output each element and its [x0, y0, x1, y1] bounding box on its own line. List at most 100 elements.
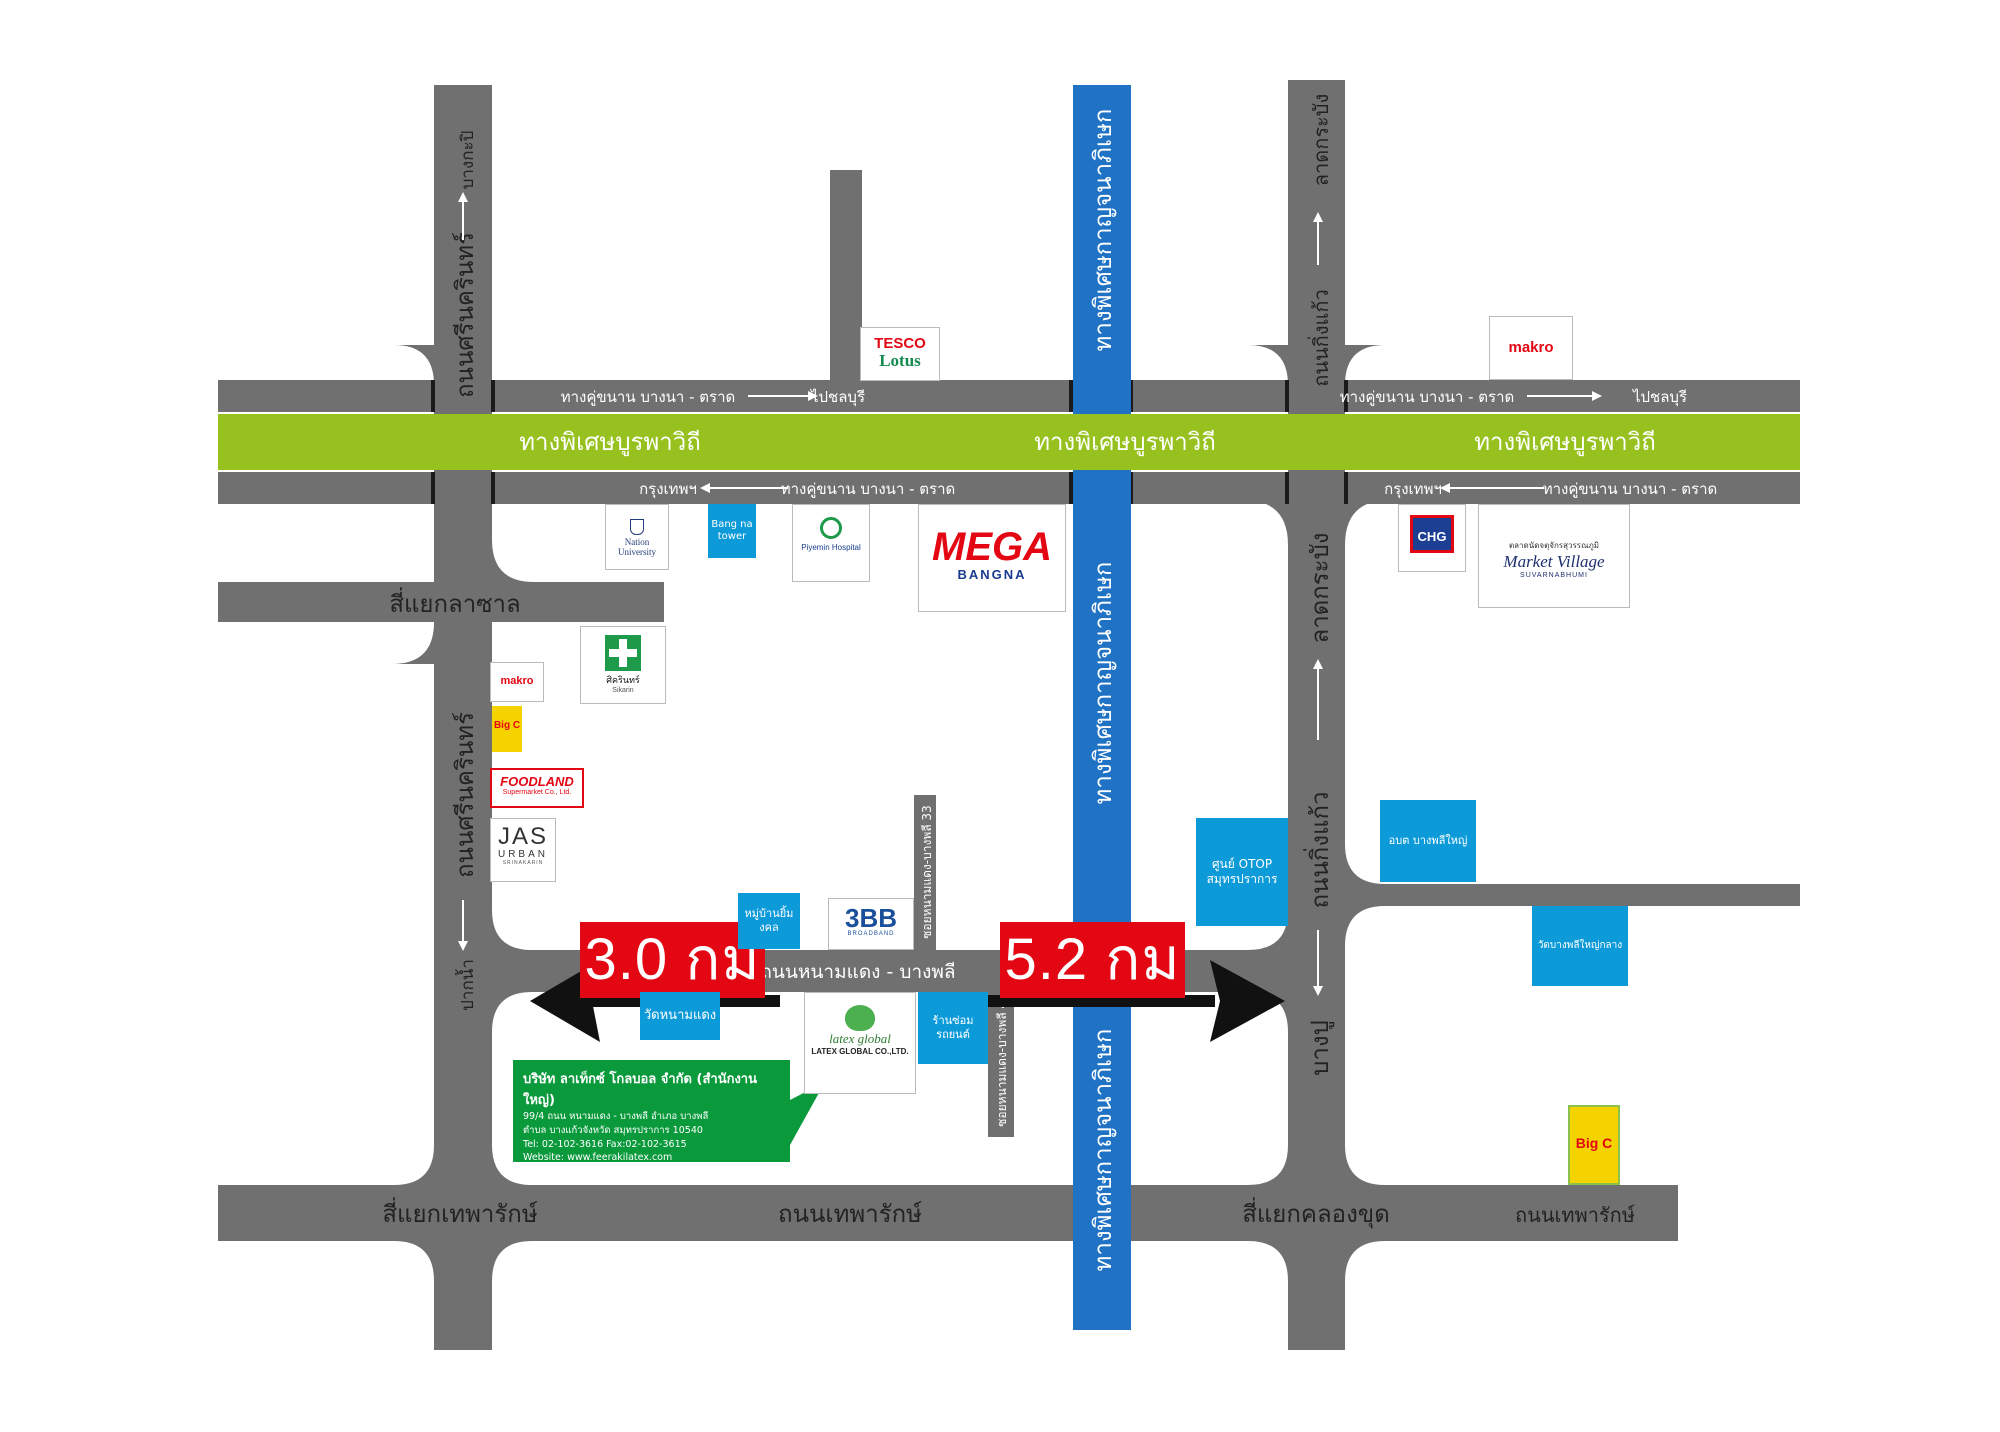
burapha-label-center: ทางพิเศษบูรพาวิถี [1034, 428, 1216, 457]
village-text: หมู่บ้านยิ้มงคล [744, 907, 794, 934]
sikarin-hospital-logo: ศิครินทร์ Sikarin [580, 626, 666, 704]
company-name: บริษัท ลาเท็กซ์ โกลบอล จำกัด (สำนักงานให… [523, 1072, 757, 1108]
frontage-inbound-label-right: ทางคู่ขนาน บางนา - ตราด [1543, 480, 1717, 498]
company-info-callout: บริษัท ลาเท็กซ์ โกลบอล จำกัด (สำนักงานให… [513, 1060, 790, 1164]
shield-icon [630, 519, 644, 535]
lotus-text: Lotus [879, 351, 921, 370]
company-phone: Tel: 02-102-3616 Fax:02-102-3615 [523, 1138, 687, 1150]
wat-nam-daeng-box: วัดหนามแดง [640, 992, 720, 1040]
kingkaew-label-top: ถนนกิ่งแก้ว [1307, 289, 1333, 387]
bang-na-tower-box: Bang na tower [708, 504, 756, 558]
to-chonburi-label-right: ไปชลบุรี [1632, 388, 1687, 407]
to-chonburi-label-left: ไปชลบุรี [810, 388, 865, 407]
otop-center-text: ศูนย์ OTOP สมุทรปราการ [1206, 857, 1278, 886]
bangpu-label: บางปู [1306, 1020, 1335, 1076]
bigc-logo-2: Big C [1568, 1105, 1620, 1185]
three-bb-text: 3BB [844, 903, 897, 933]
latex-global-logo: latex global LATEX GLOBAL CO.,LTD. [804, 992, 916, 1094]
car-repair-box: ร้านซ่อมรถยนต์ [918, 992, 988, 1064]
bangna-text: BANGNA [957, 567, 1027, 582]
foodland-logo: FOODLAND Supermarket Co., Ltd. [490, 768, 584, 808]
frontage-outbound-label-left: ทางคู่ขนาน บางนา - ตราด [561, 388, 735, 406]
bang-na-tower-text: Bang na tower [711, 518, 753, 543]
jas-urban-logo: JAS URBAN SRINAKARIN [490, 818, 556, 882]
company-callout-pointer [790, 1082, 825, 1145]
otop-center-box: ศูนย์ OTOP สมุทรปราการ [1196, 818, 1288, 926]
makro-logo-2: makro [490, 662, 544, 702]
wat-bangphli-yai-klang-box: วัดบางพลีใหญ่กลาง [1532, 906, 1628, 986]
nation-university-text: Nation University [618, 537, 656, 557]
sikarin-icon [605, 635, 641, 671]
nation-university-logo: Nation University [605, 504, 669, 570]
srinakarin-label-bottom: ถนนศรีนครินทร์ [451, 712, 479, 878]
wat-bangphli-yai-klang-text: วัดบางพลีใหญ่กลาง [1537, 939, 1623, 951]
company-website: Website: www.feerakilatex.com [523, 1152, 673, 1164]
paknam-label: ปากน้ำ [455, 959, 478, 1011]
suvarnabhumi-text: SUVARNABHUMI [1520, 572, 1588, 579]
broadband-text: BROADBAND [847, 931, 895, 937]
piyemin-hospital-text: Piyemin Hospital [801, 543, 861, 552]
theparak-road-label-center: ถนนเทพารักษ์ [778, 1200, 922, 1228]
makro-2-text: makro [500, 675, 534, 687]
sikarin-text: ศิครินทร์ [606, 676, 640, 686]
distance-badge-right: 5.2 กม [1000, 922, 1185, 998]
latex-global-company-text: LATEX GLOBAL CO.,LTD. [811, 1047, 909, 1056]
hospital-cross-icon [820, 517, 842, 539]
sikarin-en-text: Sikarin [612, 687, 634, 694]
theparak-intersection-label: สี่แยกเทพารักษ์ [382, 1197, 538, 1228]
bangkapi-label: บางกะปิ [458, 131, 478, 190]
frontage-arrows [458, 192, 1602, 996]
tesco-lotus-logo: TESCO Lotus [860, 327, 940, 381]
makro-logo: makro [1489, 316, 1573, 380]
obt-bangphli-yai-box: อบต บางพลีใหญ่ [1380, 800, 1476, 882]
chg-text: CHG [1410, 515, 1454, 553]
soi-44-label: ซอยหนามแดง-บางพลี 44 [995, 993, 1009, 1126]
urban-text: URBAN [497, 849, 548, 860]
obt-bangphli-yai-text: อบต บางพลีใหญ่ [1388, 834, 1468, 848]
market-village-logo: ตลาดนัดจตุจักรสุวรรณภูมิ Market Village … [1478, 504, 1630, 608]
srinakarin-sub-text: SRINAKARIN [502, 860, 544, 866]
nam-daeng-road-label: ถนนหนามแดง - บางพลี [760, 961, 955, 983]
frontage-inbound-label-left: ทางคู่ขนาน บางนา - ตราด [781, 480, 955, 498]
three-bb-logo: 3BB BROADBAND [828, 898, 914, 950]
company-address-1: 99/4 ถนน หนามแดง - บางพลี อำเภอ บางพลี [523, 1111, 709, 1122]
company-address-2: ตำบล บางแก้วจังหวัด สมุทรปราการ 10540 [523, 1124, 703, 1136]
soi-33-label: ซอยหนามแดง-บางพลี 33 [920, 805, 934, 938]
burapha-expressway [218, 414, 1800, 470]
to-bangkok-label-right: กรุงเทพฯ [1384, 480, 1442, 499]
bigc-logo: Big C [492, 706, 522, 752]
wat-nam-daeng-text: วัดหนามแดง [643, 1007, 717, 1023]
market-village-thai-text: ตลาดนัดจตุจักรสุวรรณภูมิ [1508, 541, 1600, 550]
tree-icon [845, 1005, 875, 1031]
latkrabang-label-mid: ลาดกระบัง [1306, 532, 1334, 643]
distance-badge-left: 3.0 กม [580, 922, 765, 998]
srinakarin-label-top: ถนนศรีนครินทร์ [451, 232, 479, 398]
jas-text: JAS [497, 823, 548, 850]
tesco-text: TESCO [874, 335, 926, 352]
market-village-text: Market Village [1503, 552, 1605, 571]
burapha-label-right: ทางพิเศษบูรพาวิถี [1474, 428, 1656, 457]
latex-global-text: latex global [829, 1031, 891, 1046]
kanchana-label-top: ทางพิเศษกาญจนาภิเษก [1089, 109, 1117, 352]
khlong-khut-intersection-label: สี่แยกคลองขุด [1242, 1197, 1390, 1229]
frontage-outbound-label-right: ทางคู่ขนาน บางนา - ตราด [1340, 388, 1514, 406]
foodland-text: FOODLAND [500, 774, 574, 789]
latkrabang-label-top: ลาดกระบัง [1309, 94, 1333, 187]
theparak-road-label-right: ถนนเทพารักษ์ [1515, 1203, 1635, 1227]
mega-bangna-logo: MEGA BANGNA [918, 504, 1066, 612]
kingkaew-label-mid: ถนนกิ่งแก้ว [1303, 791, 1334, 908]
car-repair-text: ร้านซ่อมรถยนต์ [932, 1014, 974, 1041]
bigc-2-text: Big C [1575, 1135, 1613, 1151]
burapha-label-left: ทางพิเศษบูรพาวิถี [519, 428, 701, 457]
makro-text: makro [1508, 339, 1554, 356]
village-box: หมู่บ้านยิ้มงคล [738, 893, 800, 949]
piyemin-hospital-logo: Piyemin Hospital [792, 504, 870, 582]
foodland-sub-text: Supermarket Co., Ltd. [502, 789, 572, 796]
mega-text: MEGA [932, 525, 1052, 569]
bigc-text: Big C [493, 720, 521, 731]
kanchana-label-bottom: ทางพิเศษกาญจนาภิเษก [1089, 1029, 1117, 1272]
kanchana-expressway [1073, 85, 1131, 1330]
kanchana-label-mid: ทางพิเศษกาญจนาภิเษก [1089, 562, 1117, 805]
to-bangkok-label-left: กรุงเทพฯ [639, 480, 697, 499]
